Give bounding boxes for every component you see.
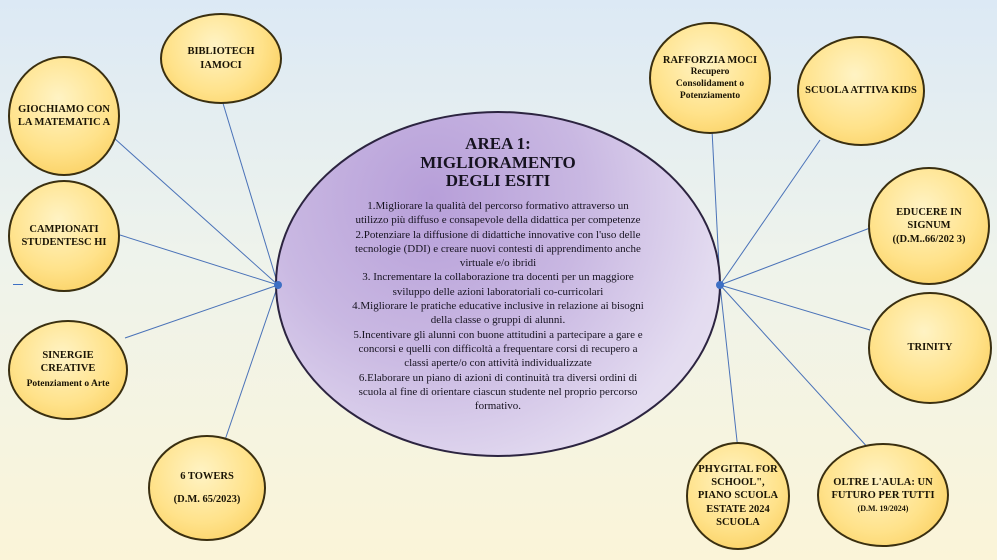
bubble-rafforzia-sub1: Recupero [690, 66, 730, 77]
objective-item: 6.Elaborare un piano di azioni di contin… [358, 371, 638, 413]
central-title-line1: AREA 1: [465, 134, 531, 153]
bubble-trinity-label: TRINITY [907, 342, 953, 354]
bubble-phygital-for-school: PHYGITAL FOR SCHOOL", PIANO SCUOLA ESTAT… [686, 442, 790, 550]
bubble-giochiamo-label: GIOCHIAMO CON LA MATEMATIC A [17, 103, 111, 128]
objective-item: 3. Incrementare la collaborazione tra do… [362, 271, 634, 298]
central-title-line2: MIGLIORAMENTO [420, 152, 576, 172]
bubble-oltre-sub: (D.M. 19/2024) [857, 504, 909, 514]
bubble-oltre-title: OLTRE L'AULA: UN FUTURO PER TUTTI [831, 476, 935, 501]
bubble-campionati-label: CAMPIONATI STUDENTESC HI [21, 223, 107, 248]
bubble-rafforzia-sub2: Consolidament o [675, 78, 745, 89]
bubble-rafforzia-title: RAFFORZIA MOCI [662, 54, 758, 66]
central-title-line3: DEGLI ESITI [445, 171, 551, 191]
objective-item: 4.Migliorare le pratiche educative inclu… [352, 300, 644, 327]
bubble-trinity: TRINITY [868, 292, 992, 404]
bubble-sinergie-title: SINERGIE CREATIVE [40, 349, 96, 375]
bubble-sinergie-sub: Potenziament o Arte [26, 379, 110, 390]
bubble-6-towers: 6 TOWERS (D.M. 65/2023) [148, 435, 266, 541]
objective-item: 1.Migliorare la qualità del percorso for… [355, 200, 641, 227]
edge-marker [13, 284, 23, 285]
bubble-oltre-laula: OLTRE L'AULA: UN FUTURO PER TUTTI (D.M. … [817, 443, 949, 547]
bubble-campionati-studenteschi: CAMPIONATI STUDENTESC HI [8, 180, 120, 292]
bubble-rafforzia-sub3: Potenziamento [679, 90, 741, 101]
bubble-phygital-label: PHYGITAL FOR SCHOOL", PIANO SCUOLA ESTAT… [697, 464, 779, 528]
bubble-educere-label: EDUCERE IN SIGNUM ((D.M..66/202 3) [892, 207, 966, 245]
bubble-towers-title: 6 TOWERS [180, 470, 234, 482]
central-area-circle: AREA 1: MIGLIORAMENTO DEGLI ESITI 1.Migl… [275, 111, 721, 457]
bubble-towers-sub: (D.M. 65/2023) [173, 494, 241, 505]
bubble-rafforziamoci: RAFFORZIA MOCI Recupero Consolidament o … [649, 22, 771, 134]
central-title: AREA 1: MIGLIORAMENTO DEGLI ESITI [277, 134, 719, 191]
objective-item: 5.Incentivare gli alunni con buone attit… [353, 328, 643, 370]
bubble-scuola-attiva-kids: SCUOLA ATTIVA KIDS [797, 36, 925, 146]
bubble-scuola-attiva-label: SCUOLA ATTIVA KIDS [805, 85, 917, 97]
bubble-giochiamo-matematica: GIOCHIAMO CON LA MATEMATIC A [8, 56, 120, 176]
left-hub-dot [274, 281, 282, 289]
objective-item: 2.Potenziare la diffusione di didattiche… [355, 228, 641, 270]
bubble-biblio-label: BIBLIOTECH IAMOCI [187, 46, 255, 71]
central-objectives-list: 1.Migliorare la qualità del percorso for… [351, 199, 645, 413]
bubble-sinergie-creative: SINERGIE CREATIVE Potenziament o Arte [8, 320, 128, 420]
bubble-bibliotechiamoci: BIBLIOTECH IAMOCI [160, 13, 282, 104]
bubble-educere-in-signum: EDUCERE IN SIGNUM ((D.M..66/202 3) [868, 167, 990, 285]
right-hub-dot [716, 281, 724, 289]
